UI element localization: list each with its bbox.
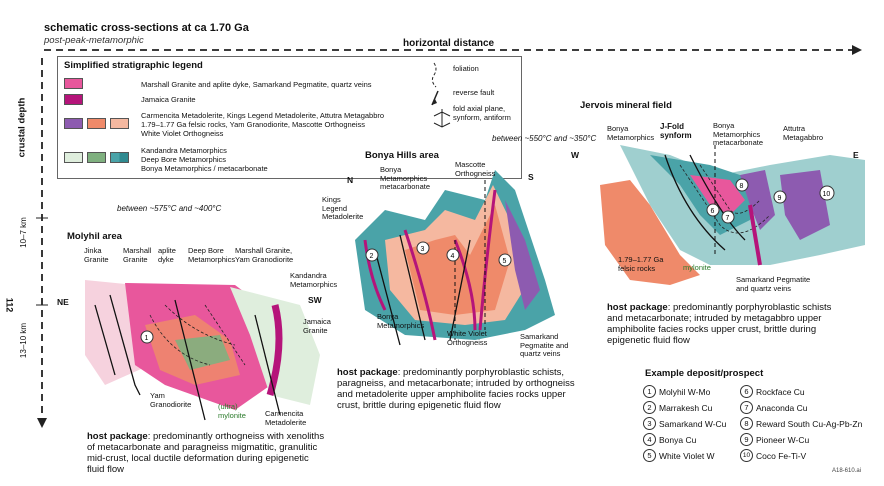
bonya-label-bonya: Bonya Metamorphics bbox=[377, 312, 425, 330]
jervois-label-samarkand: Samarkand Pegmatite and quartz veins bbox=[736, 275, 811, 293]
figure-subtitle: post-peak-metamorphic bbox=[44, 35, 144, 46]
svg-text:7: 7 bbox=[726, 215, 730, 222]
svg-text:6: 6 bbox=[711, 208, 715, 215]
legend-swatch bbox=[110, 152, 129, 163]
depth-mark-1: 10–7 km bbox=[18, 217, 28, 248]
bonya-title: Bonya Hills area bbox=[365, 150, 439, 161]
legend-symbol-fault: reverse fault bbox=[453, 88, 495, 97]
jervois-title: Jervois mineral field bbox=[580, 100, 672, 111]
jervois-label-mylonite: mylonite bbox=[683, 263, 711, 272]
legend-text-4a: Kandandra Metamorphics bbox=[141, 146, 227, 155]
molyhil-label-jamaica: Jamaica Granite bbox=[303, 317, 331, 335]
legend-row-4 bbox=[64, 152, 133, 163]
jervois-e: E bbox=[853, 150, 859, 160]
svg-text:3: 3 bbox=[421, 246, 425, 253]
jervois-host: host package: predominantly porphyroblas… bbox=[607, 302, 832, 346]
legend-swatch bbox=[64, 152, 83, 163]
molyhil-section: 1 bbox=[85, 280, 320, 421]
bonya-label-kings: Kings Legend Metadolerite bbox=[322, 195, 364, 221]
svg-text:5: 5 bbox=[503, 258, 507, 265]
svg-text:2: 2 bbox=[370, 253, 374, 260]
molyhil-label-aplite: aplite dyke bbox=[158, 246, 176, 264]
molyhil-label-carmencita: Carmencita Metadolerite bbox=[265, 409, 307, 427]
jervois-label-felsic: 1.79–1.77 Ga felsic rocks bbox=[618, 255, 664, 273]
bonya-host: host package: predominantly porphyroblas… bbox=[337, 367, 575, 411]
bonya-label-whiteviolet: White Violet Orthogneiss bbox=[447, 329, 488, 347]
figure-code: A18-610.ai bbox=[832, 468, 862, 474]
figure-title: schematic cross-sections at ca 1.70 Ga bbox=[44, 22, 249, 34]
examples-title: Example deposit/prospect bbox=[645, 368, 764, 379]
molyhil-host: host package: predominantly orthogneiss … bbox=[87, 431, 325, 475]
legend-title: Simplified stratigraphic legend bbox=[64, 60, 203, 71]
molyhil-ne: NE bbox=[57, 297, 69, 307]
svg-text:8: 8 bbox=[740, 183, 744, 190]
jervois-w: W bbox=[571, 150, 580, 160]
legend-text-2: Jamaica Granite bbox=[141, 95, 196, 104]
molyhil-label-kandandra: Kandandra Metamorphics bbox=[290, 271, 338, 289]
jervois-label-metacarbonate: Bonya Metamorphics metacarbonate bbox=[713, 121, 764, 147]
horizontal-axis-label: horizontal distance bbox=[400, 38, 498, 49]
molyhil-temp: between ~575°C and ~400°C bbox=[117, 204, 222, 213]
jervois-label-jfold: J-Fold synform bbox=[660, 122, 692, 140]
legend-symbol-fold1: fold axial plane, bbox=[453, 104, 506, 113]
legend-swatch bbox=[87, 152, 106, 163]
molyhil-title: Molyhil area bbox=[67, 231, 122, 242]
legend-text-1: Marshall Granite and aplite dyke, Samark… bbox=[141, 80, 372, 89]
bonya-label-samarkand: Samarkand Pegmatite and quartz veins bbox=[520, 332, 569, 358]
jervois-section: 6 7 8 9 10 bbox=[600, 145, 865, 285]
legend-swatch bbox=[64, 94, 83, 105]
molyhil-label-marshall: Marshall Granite bbox=[123, 246, 152, 264]
legend-row-2 bbox=[64, 94, 87, 105]
bonya-n: N bbox=[347, 175, 354, 185]
molyhil-label-marshall-yam: Marshall Granite, Yam Granodiorite bbox=[235, 246, 294, 264]
bonya-section: 2 3 4 5 bbox=[355, 170, 555, 346]
svg-text:4: 4 bbox=[451, 253, 455, 260]
jervois-label-attutra: Attutra Metagabbro bbox=[783, 124, 824, 142]
legend-swatch bbox=[64, 78, 83, 89]
molyhil-label-deepbore: Deep Bore Metamorphics bbox=[188, 246, 236, 264]
legend-text-3b: 1.79–1.77 Ga felsic rocks, Yam Granodior… bbox=[141, 120, 365, 129]
bonya-s: S bbox=[528, 172, 534, 182]
molyhil-sw: SW bbox=[308, 295, 322, 305]
legend-row-1 bbox=[64, 78, 87, 89]
depth-mark-2: 13–10 km bbox=[19, 322, 29, 359]
legend-text-3a: Carmencita Metadolerite, Kings Legend Me… bbox=[141, 111, 385, 120]
bonya-label-metacarbonate: Bonya Metamorphics metacarbonate bbox=[380, 165, 431, 191]
legend-text-4c: Bonya Metamorphics / metacarbonate bbox=[141, 164, 268, 173]
bonya-temp: between ~550°C and ~350°C bbox=[492, 134, 597, 143]
molyhil-label-mylonite: (ultra) mylonite bbox=[218, 402, 246, 420]
molyhil-label-jinka: Jinka Granite bbox=[84, 246, 109, 264]
bonya-label-mascotte: Mascotte Orthogneiss bbox=[455, 160, 496, 178]
legend-row-3 bbox=[64, 118, 133, 129]
molyhil-label-yam: Yam Granodiorite bbox=[150, 391, 192, 409]
legend-text-4b: Deep Bore Metamorphics bbox=[141, 155, 227, 164]
vertical-axis-label: crustal depth bbox=[16, 97, 28, 158]
svg-text:10: 10 bbox=[823, 191, 831, 198]
legend-swatch bbox=[87, 118, 106, 129]
legend-symbol-fold2: synform, antiform bbox=[453, 113, 511, 122]
legend-symbols bbox=[431, 62, 451, 128]
legend-swatch bbox=[110, 118, 129, 129]
legend-symbol-foliation: foliation bbox=[453, 64, 479, 73]
svg-text:1: 1 bbox=[145, 335, 149, 342]
page-number: 112 bbox=[4, 297, 15, 313]
jervois-label-bonya: Bonya Metamorphics bbox=[607, 124, 655, 142]
legend-box: Simplified stratigraphic legend Marshall… bbox=[57, 56, 522, 179]
legend-swatch bbox=[64, 118, 83, 129]
svg-text:9: 9 bbox=[778, 195, 782, 202]
legend-text-3c: White Violet Orthogneiss bbox=[141, 129, 224, 138]
